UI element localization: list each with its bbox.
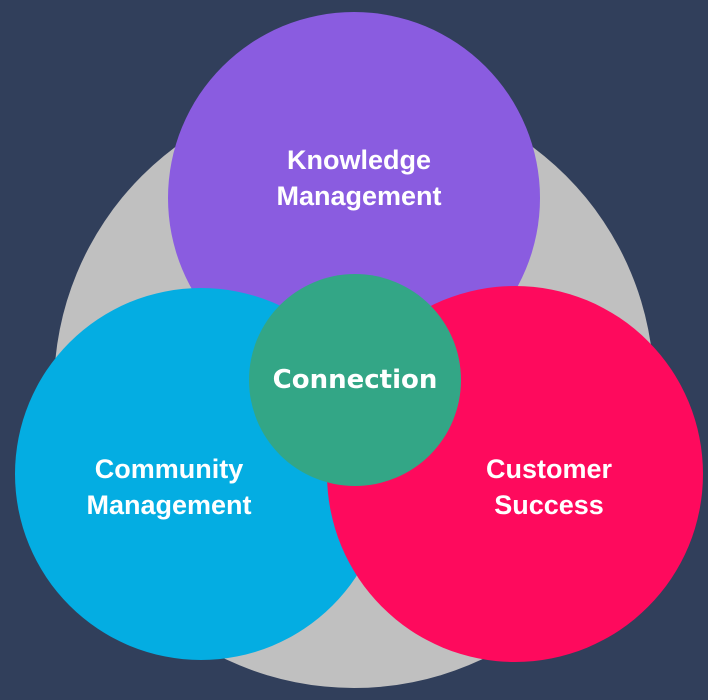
connection-label: Connection xyxy=(255,362,455,398)
customer-line2: Success xyxy=(494,490,604,520)
community-line2: Management xyxy=(86,490,252,520)
customer-line1: Customer xyxy=(485,454,613,484)
community-management-label: Community Management xyxy=(44,451,294,523)
knowledge-management-circle xyxy=(168,12,540,384)
knowledge-line2: Management xyxy=(276,181,442,211)
knowledge-line1: Knowledge xyxy=(286,145,431,175)
customer-success-label: Customer Success xyxy=(424,451,674,523)
knowledge-management-label: Knowledge Management xyxy=(234,142,484,214)
community-line1: Community xyxy=(94,454,244,484)
connection-circle xyxy=(249,274,461,486)
connection-text: Connection xyxy=(272,365,438,395)
